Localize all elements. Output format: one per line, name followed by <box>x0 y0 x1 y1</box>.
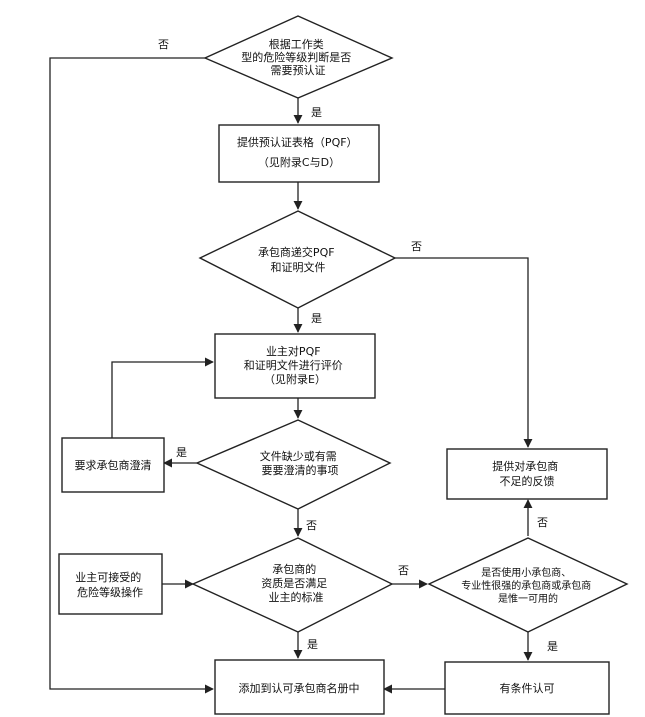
label-missing-yes: 是 <box>176 446 187 459</box>
process-box <box>444 661 610 715</box>
node-submit: 承包商递交PQF 和证明文件 <box>198 210 397 309</box>
label-start-yes: 是 <box>311 106 322 119</box>
label-qualify-yes: 是 <box>307 638 318 651</box>
node-qualify: 承包商的 资质是否满足 业主的标准 <box>191 537 394 633</box>
node-pqf: 提供预认证表格（PQF） （见附录C与D） <box>218 124 380 183</box>
node-pqf-line-2: （见附录C与D） <box>258 155 340 169</box>
node-missing-line-2: 要要澄清的事项 <box>262 463 339 477</box>
node-add-line-1: 添加到认可承包商名册中 <box>239 681 360 695</box>
edge-labels: 否 是 否 是 是 否 否 是 否 是 <box>158 38 558 653</box>
node-start-line-2: 型的危险等级判断是否 <box>241 50 351 64</box>
svg-text:提供对承包商 不足的反馈: 提供对承包商 不足的反馈 <box>492 459 562 488</box>
decision-diamond <box>198 210 397 309</box>
node-evaluate-line-1: 业主对PQF <box>266 344 321 358</box>
label-sole-yes: 是 <box>547 640 558 653</box>
label-qualify-no: 否 <box>398 564 409 577</box>
node-missing: 文件缺少或有需 要要澄清的事项 <box>195 419 392 510</box>
node-start-line-1: 根据工作类 <box>269 37 324 51</box>
node-submit-line-1: 承包商递交PQF <box>258 245 335 259</box>
node-qualify-line-1: 承包商的 <box>272 562 316 576</box>
node-evaluate-line-2: 和证明文件进行评价 <box>244 358 343 372</box>
label-sole-no: 否 <box>537 516 548 529</box>
svg-text:是否使用小承包商、 专业性很强的承包商或承包商: 是否使用小承包商、 专业性很强的承包商或承包商 是惟一可用的 <box>461 566 595 605</box>
process-box <box>218 124 380 183</box>
edge-start-to-add <box>49 57 214 694</box>
node-sole-line-3: 是惟一可用的 <box>498 592 558 605</box>
svg-text:承包商的 资质是否满足 业主的标准: 承包商的 资质是否满足 业主的标准 <box>261 562 331 604</box>
decision-diamond <box>427 537 629 633</box>
process-box <box>61 437 165 493</box>
label-start-no: 否 <box>158 38 169 51</box>
process-box <box>214 659 385 715</box>
node-sole-line-2: 专业性很强的承包商或承包商 <box>461 579 591 592</box>
node-qualify-line-2: 资质是否满足 <box>261 577 327 590</box>
decision-diamond <box>195 419 392 510</box>
svg-text:文件缺少或有需 要要澄清的事项: 文件缺少或有需 要要澄清的事项 <box>260 449 341 477</box>
edges <box>49 57 533 694</box>
svg-text:添加到认可承包商名册中: 添加到认可承包商名册中 <box>239 681 360 695</box>
svg-text:业主可接受的 危险等级操作: 业主可接受的 危险等级操作 <box>75 570 145 599</box>
svg-text:业主对PQF 和证明文件进行评价 （: 业主对PQF 和证明文件进行评价 （见附录E） <box>244 344 347 386</box>
node-conditional-line-1: 有条件认可 <box>500 681 555 695</box>
node-conditional: 有条件认可 <box>444 661 610 715</box>
edge-submit-to-feedback <box>395 257 533 448</box>
svg-text:承包商递交PQF 和证明文件: 承包商递交PQF 和证明文件 <box>258 245 338 274</box>
svg-text:根据工作类 型的危险等级判断是否 需: 根据工作类 型的危险等级判断是否 需要预认证 <box>241 37 355 77</box>
svg-text:提供预认证表格（PQF） （见附录C与D）: 提供预认证表格（PQF） （见附录C与D） <box>237 135 361 169</box>
node-start: 根据工作类 型的危险等级判断是否 需要预认证 <box>203 15 394 99</box>
node-feedback-line-1: 提供对承包商 <box>492 459 558 473</box>
node-acceptable-line-2: 危险等级操作 <box>77 585 143 599</box>
svg-text:要求承包商澄清: 要求承包商澄清 <box>75 458 152 472</box>
process-box <box>214 333 376 399</box>
process-box <box>58 553 163 615</box>
edge-clarify-to-evaluate <box>111 357 214 438</box>
svg-text:有条件认可: 有条件认可 <box>500 681 555 695</box>
node-missing-line-1: 文件缺少或有需 <box>260 449 337 463</box>
node-feedback: 提供对承包商 不足的反馈 <box>446 448 608 500</box>
node-evaluate: 业主对PQF 和证明文件进行评价 （见附录E） <box>214 333 376 399</box>
node-sole: 是否使用小承包商、 专业性很强的承包商或承包商 是惟一可用的 <box>427 537 629 633</box>
node-start-line-3: 需要预认证 <box>271 64 326 77</box>
process-box <box>446 448 608 500</box>
node-feedback-line-2: 不足的反馈 <box>500 474 555 488</box>
decision-diamond <box>191 537 394 633</box>
node-add: 添加到认可承包商名册中 <box>214 659 385 715</box>
node-qualify-line-3: 业主的标准 <box>269 590 324 604</box>
node-evaluate-line-3: （见附录E） <box>264 372 326 386</box>
node-submit-line-2: 和证明文件 <box>271 260 326 274</box>
node-clarify: 要求承包商澄清 <box>61 437 165 493</box>
label-submit-no: 否 <box>411 240 422 253</box>
node-sole-line-1: 是否使用小承包商、 <box>481 566 571 579</box>
node-pqf-line-1: 提供预认证表格（PQF） <box>237 135 358 149</box>
node-acceptable: 业主可接受的 危险等级操作 <box>58 553 163 615</box>
node-clarify-line-1: 要求承包商澄清 <box>75 458 152 472</box>
label-missing-no: 否 <box>306 519 317 532</box>
decision-diamond <box>203 15 394 99</box>
label-submit-yes: 是 <box>311 312 322 325</box>
node-acceptable-line-1: 业主可接受的 <box>75 570 141 584</box>
